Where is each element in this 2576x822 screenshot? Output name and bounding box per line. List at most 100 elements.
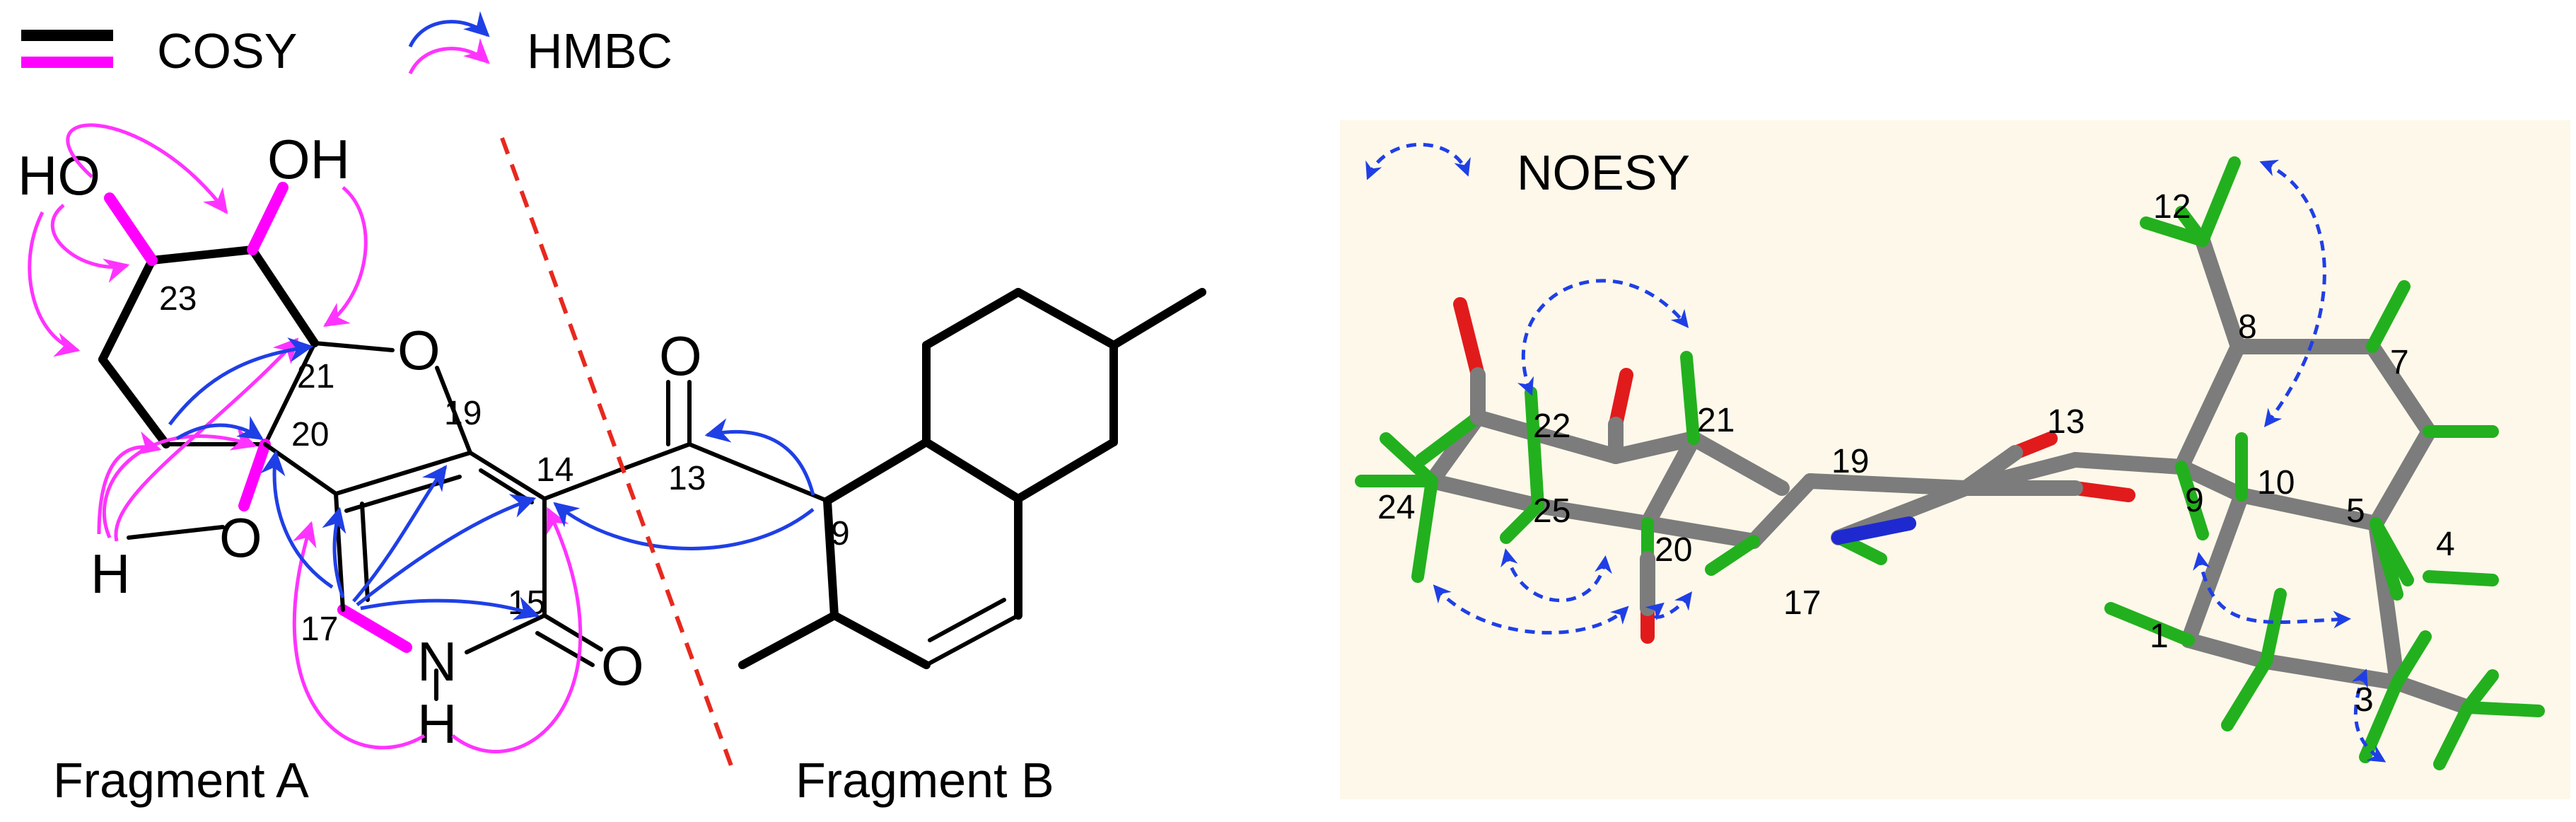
hmbc-arrow-oh-c21b	[114, 337, 299, 542]
num-14: 14	[536, 451, 573, 489]
hmbc-arrow-h25-c21	[168, 337, 314, 426]
bond-c7-c6	[924, 613, 1020, 667]
num-15: 15	[508, 584, 545, 622]
bond-c22-c21	[248, 245, 319, 347]
num3d-9: 9	[2185, 482, 2204, 519]
bond-c9-c8	[823, 497, 839, 620]
hmbc-arrow-nh-c18	[292, 521, 426, 750]
num3d-24: 24	[1377, 489, 1415, 526]
hmbc-arrow-oh-c20	[102, 427, 257, 538]
bond-c7-c6-double	[928, 598, 1006, 642]
fragment-b-structure	[617, 288, 1206, 669]
hmbc-arrow-ho-c23	[51, 204, 130, 283]
noesy-arrow-h24-h20	[1433, 584, 1629, 635]
num3d-20: 20	[1655, 531, 1692, 569]
num3d-5: 5	[2346, 492, 2365, 530]
fragment-b-label: Fragment B	[795, 753, 1054, 808]
legend-cosy-label: COSY	[157, 23, 297, 79]
num3d-12: 12	[2153, 188, 2191, 226]
bond-c3-methyl	[1109, 288, 1206, 349]
bond-c13-c12	[617, 442, 692, 473]
hmbc-arrow-h25-c20	[175, 415, 264, 441]
num3d-3: 3	[2355, 681, 2374, 719]
noesy-arrow-h9-h1	[2193, 552, 2351, 629]
cosy-bond-c20-o	[238, 439, 271, 511]
hmbc-arrow-h9-c13	[704, 418, 815, 496]
num3d-4: 4	[2436, 526, 2455, 563]
atom-h-lactam: H	[417, 693, 457, 755]
hmbc-arrow-h17-c18	[322, 506, 346, 598]
num3d-17: 17	[1783, 584, 1821, 622]
legend-hmbc-label: HMBC	[527, 23, 672, 79]
num3d-1: 1	[2150, 618, 2169, 655]
num3d-13: 13	[2047, 403, 2085, 441]
noesy-arrow-h20-oh	[1645, 591, 1693, 621]
bond-c5-c10	[922, 438, 1022, 503]
noesy-arrow-h25-h20	[1500, 548, 1612, 603]
num-17: 17	[301, 610, 338, 648]
atom-o-lactam: O	[601, 635, 644, 697]
bond-c4-c5	[1014, 438, 1118, 503]
bond-c2-c3	[1014, 288, 1118, 349]
bond-c15-o-double	[535, 631, 595, 667]
bond-c15-n	[465, 613, 547, 654]
hmbc-arrow-h17-c20	[260, 450, 334, 589]
hmbc-arrow-h17-c19	[352, 465, 448, 603]
hmbc-arrow-ho-c22	[66, 123, 228, 214]
bond-c24-c25	[98, 355, 170, 448]
cosy-bond-c22-oh	[247, 182, 289, 255]
bond-o-h	[127, 525, 225, 540]
legend: COSY HMBC	[21, 11, 672, 79]
num3d-10: 10	[2257, 464, 2295, 502]
bond-c1-c2	[922, 288, 1022, 349]
noesy-legend-arrow	[1365, 142, 1471, 180]
bond-c23-c22	[148, 245, 257, 265]
hmbc-arrow-nh-c14	[451, 506, 583, 753]
hmbc-arrow-oh-c25	[97, 431, 162, 535]
num-13: 13	[668, 460, 706, 497]
atom-labels-3d: 12 8 7 22 21 13 24 25 19 9 10 5 4 20 17 …	[1377, 188, 2455, 719]
hmbc-legend-magenta-arrow	[408, 37, 490, 75]
num3d-8: 8	[2238, 308, 2257, 346]
noesy-correlations	[1433, 159, 2386, 763]
num-20: 20	[291, 416, 329, 453]
atom-o-hydroxyl: O	[219, 506, 262, 569]
num-9: 9	[831, 515, 850, 552]
num3d-25: 25	[1533, 492, 1570, 530]
atom-h-hydroxyl: H	[91, 543, 130, 605]
num3d-22: 22	[1533, 407, 1570, 445]
atom-n-lactam: N	[417, 630, 457, 693]
bond-c8-c7	[830, 611, 931, 669]
noesy-panel: NOESY	[1340, 120, 2570, 799]
legend-noesy-label: NOESY	[1517, 145, 1690, 200]
num3d-21: 21	[1697, 402, 1735, 439]
hmbc-arrow-h9-c14	[553, 502, 815, 550]
stick-model-nitrogen-bond	[1831, 516, 1916, 545]
bond-c14-c13	[542, 468, 621, 501]
noesy-arrow-h12-h10	[2259, 159, 2326, 427]
stick-model-carbon-bonds	[1424, 233, 2476, 715]
bond-c23-c24	[98, 256, 156, 364]
bond-o-c19	[435, 366, 472, 455]
hmbc-arrow-ho-c24	[28, 211, 81, 357]
num-23: 23	[159, 280, 197, 318]
cosy-bond-c23-oh	[104, 192, 158, 266]
bond-c21-o	[313, 341, 395, 352]
atom-ho-left: HO	[18, 144, 100, 207]
atom-labels-2d: HO OH O O H O O N H 23 21 20 19 14 13 9 …	[18, 128, 850, 755]
bond-c15-o	[542, 613, 603, 652]
num3d-19: 19	[1831, 443, 1869, 480]
bond-c9-c10	[823, 438, 931, 505]
noesy-arrow-h3	[2351, 668, 2386, 763]
atom-oh-top: OH	[267, 128, 350, 190]
num3d-7: 7	[2390, 344, 2409, 381]
hmbc-legend-blue-arrow	[408, 11, 490, 48]
fragment-a-structure	[98, 182, 621, 701]
noesy-arrow-h22-h21	[1517, 279, 1689, 396]
hmbc-correlations	[28, 123, 815, 753]
num-21: 21	[297, 358, 334, 395]
bond-c19-c14	[468, 451, 547, 501]
fragment-a-label: Fragment A	[53, 753, 309, 808]
num-19: 19	[444, 395, 482, 432]
